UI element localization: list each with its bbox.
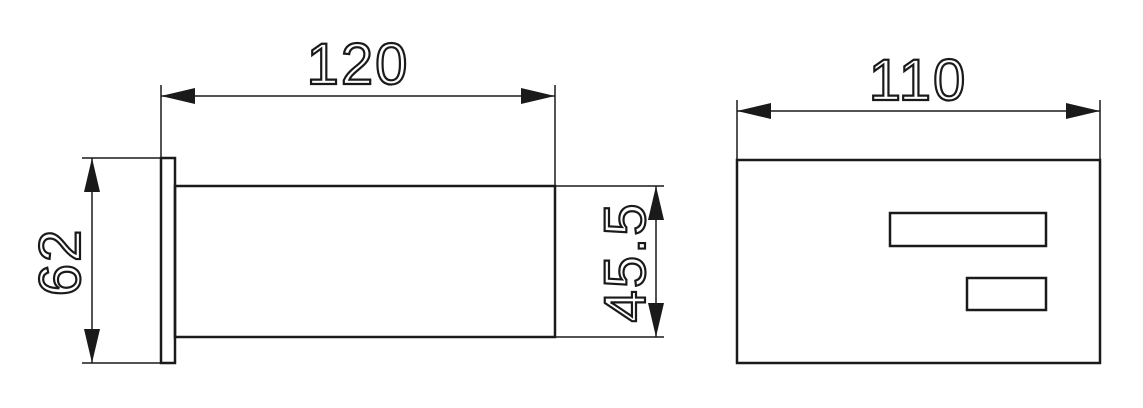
front-view (735, 158, 1102, 365)
arrow-head-bottom (84, 329, 100, 363)
arrow-head-left (161, 88, 195, 104)
side-view (159, 156, 557, 365)
arrow-head-top (84, 158, 100, 192)
hook-body (173, 184, 557, 339)
front-slot-upper (888, 211, 1048, 248)
front-slot-lower (965, 276, 1048, 312)
dimension-label-45-5: 45.5 (593, 202, 658, 323)
arrow-head-left (737, 103, 771, 119)
dimension-side-length: 120 (160, 31, 556, 186)
dimension-body-height: 45.5 (555, 185, 664, 338)
dimension-front-width: 110 (736, 47, 1101, 160)
arrow-head-top (648, 186, 664, 220)
front-plate (735, 158, 1102, 365)
mounting-plate (159, 156, 177, 365)
dimension-label-62: 62 (28, 228, 93, 297)
arrow-head-bottom (648, 303, 664, 337)
arrow-head-right (521, 88, 555, 104)
arrow-head-right (1066, 103, 1100, 119)
dimension-label-110: 110 (869, 48, 967, 113)
dimension-side-height: 62 (27, 157, 161, 364)
dimension-label-120: 120 (307, 32, 410, 97)
